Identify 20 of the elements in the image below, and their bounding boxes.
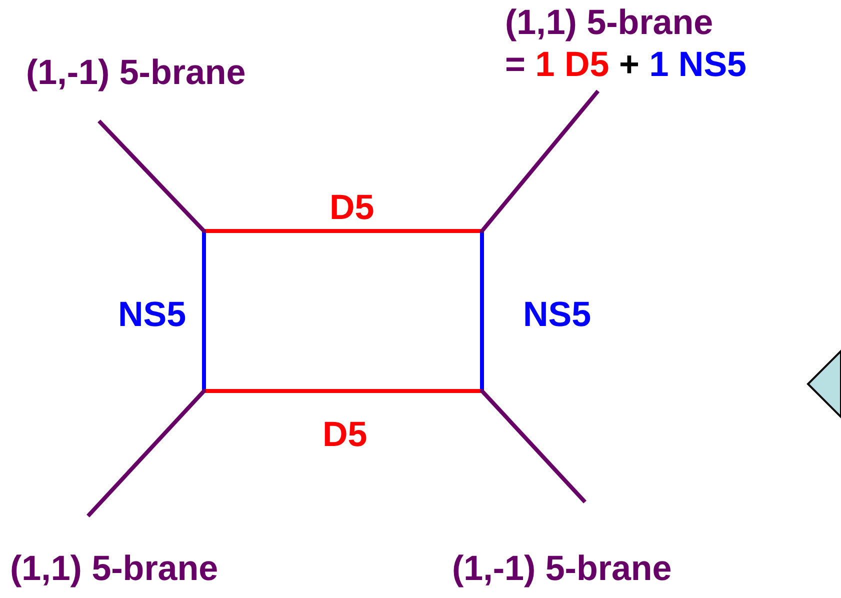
brane-line (480, 231, 484, 391)
brane-line (98, 120, 206, 232)
brane-line (480, 390, 586, 504)
brane-line (204, 229, 482, 233)
brane-label: (1,1) 5-brane (505, 2, 714, 44)
brane-label: + (618, 44, 640, 86)
brane-label: 1 NS5 (649, 44, 747, 86)
junction-point (202, 389, 206, 393)
brane-label: (1,1) 5-brane (10, 548, 218, 590)
brane-line (204, 389, 482, 393)
junction-point (480, 229, 484, 233)
brane-line (480, 90, 600, 232)
brane-line (202, 231, 206, 391)
junction-point (480, 389, 484, 393)
brane-line (86, 390, 206, 518)
brane-label: (1,-1) 5-brane (26, 52, 246, 94)
junction-point (202, 229, 206, 233)
brane-label: (1,-1) 5-brane (452, 548, 672, 590)
brane-label: 1 D5 (535, 44, 610, 86)
brane-label: = (505, 44, 526, 86)
